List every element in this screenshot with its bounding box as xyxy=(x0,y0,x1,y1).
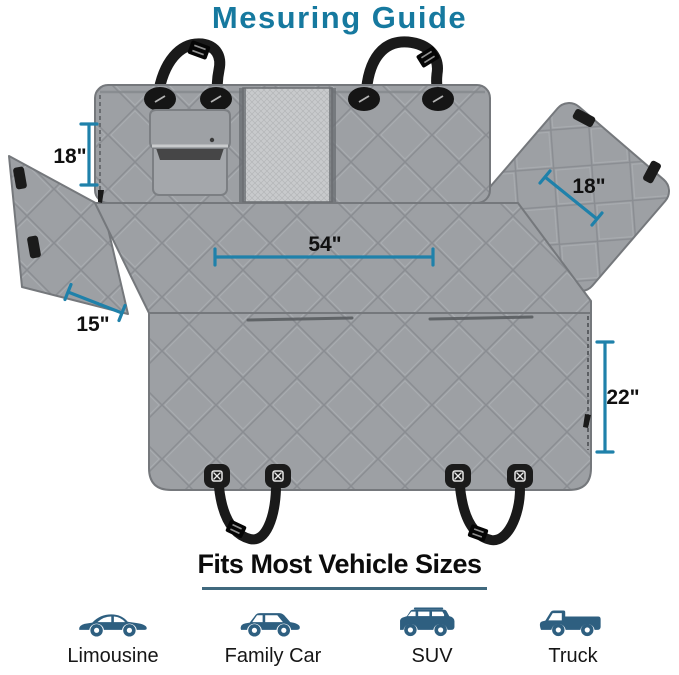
seat-bottom-panel xyxy=(148,312,592,491)
sedan-icon xyxy=(79,614,147,637)
vehicle-truck: Truck xyxy=(507,604,639,668)
bench-pocket-slit-left xyxy=(246,316,354,322)
section-heading: Fits Most Vehicle Sizes xyxy=(197,549,482,579)
bottom-strap-right xyxy=(455,482,525,546)
storage-pocket xyxy=(149,109,231,196)
zipper-pull-back-left xyxy=(98,190,104,203)
vehicle-label-suv: SUV xyxy=(411,645,453,667)
dimension-label-front-flap: 15" xyxy=(76,313,109,336)
vehicle-label-limousine: Limousine xyxy=(67,645,159,667)
vehicle-label-truck: Truck xyxy=(548,645,598,667)
bottom-strap-left xyxy=(214,482,281,545)
strap-anchors xyxy=(144,87,454,111)
measurement-seat-width: 54" xyxy=(213,233,435,267)
family-car-icon xyxy=(240,613,300,637)
bottom-strap-buckle-left xyxy=(225,519,247,539)
right-flap-tab-1 xyxy=(572,109,596,127)
measurement-side-flap: 18" xyxy=(538,169,606,227)
page-title: Mesuring Guide xyxy=(211,0,468,35)
dimension-label-side-flap: 18" xyxy=(572,175,605,198)
pocket-shadow xyxy=(156,148,224,160)
pocket-flap xyxy=(149,109,231,149)
suv-icon xyxy=(400,607,455,637)
headrest-strap-left xyxy=(152,38,226,102)
left-flap-tab-1 xyxy=(13,166,27,190)
vehicle-family-car: Family Car xyxy=(207,604,339,668)
pocket-snap xyxy=(209,137,215,143)
right-flap-tab-2 xyxy=(643,160,661,184)
measurement-front-flap: 15" xyxy=(63,282,127,336)
bench-pocket-slit-right xyxy=(428,315,534,321)
dimension-label-seat-depth: 22" xyxy=(606,386,639,409)
mesh-zipper-tape-right xyxy=(329,88,336,202)
headrest-strap-buckle-right xyxy=(416,46,440,68)
dimension-label-back-height: 18" xyxy=(53,145,86,168)
vehicle-label-family-car: Family Car xyxy=(224,645,322,667)
measurement-back-height: 18" xyxy=(53,122,99,187)
bottom-anchor-tabs xyxy=(204,464,533,488)
heading-underline xyxy=(202,587,487,590)
left-flap-tab-2 xyxy=(27,235,41,259)
measurement-seat-depth: 22" xyxy=(595,340,640,454)
left-side-flap xyxy=(8,155,129,315)
pickup-truck-icon xyxy=(539,610,601,637)
headrest-strap-buckle-left xyxy=(187,40,211,60)
dimension-label-seat-width: 54" xyxy=(308,233,341,256)
mesh-window xyxy=(239,87,336,203)
bottom-strap-buckle-right xyxy=(467,524,489,542)
mesh-zipper-tape-left xyxy=(239,88,246,202)
vehicle-suv: SUV xyxy=(366,604,498,668)
zipper-pull-bench-right xyxy=(583,414,591,428)
vehicle-limousine: Limousine xyxy=(47,604,179,668)
